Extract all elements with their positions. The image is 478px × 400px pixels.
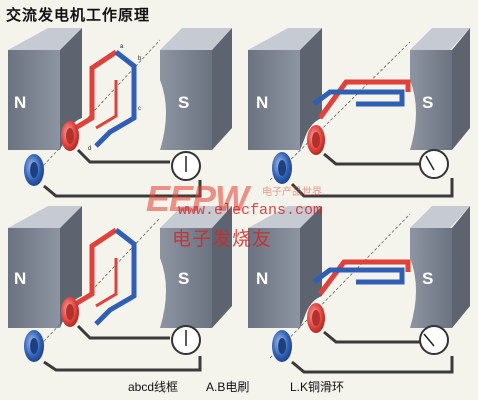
- watermark-logo: EEPW: [146, 178, 249, 219]
- coil-red-side: [70, 49, 118, 133]
- galvanometer-needle: [423, 333, 435, 347]
- south-magnet: S: [410, 28, 470, 150]
- panel-1: N S a b c d: [8, 28, 232, 198]
- coil-red-side: [318, 259, 411, 296]
- slip-ring-red: [307, 303, 325, 333]
- brush-a: [323, 330, 420, 344]
- galvanometer: [419, 325, 449, 355]
- legend-brush: A.B电刷: [206, 380, 250, 394]
- slip-ring-blue: [272, 330, 292, 362]
- slip-ring-red: [61, 121, 79, 151]
- slip-ring-blue: [24, 330, 44, 362]
- brush-a: [323, 152, 420, 166]
- rotation-axis: [269, 41, 411, 181]
- coil-red-side: [70, 227, 118, 309]
- wire-letter-a: a: [120, 44, 124, 50]
- galvanometer: [419, 149, 449, 179]
- north-pole-label: N: [14, 93, 26, 112]
- rotation-axis: [29, 39, 161, 181]
- north-pole-label: N: [256, 93, 268, 112]
- watermark-url: www.elecfans.com: [178, 202, 323, 219]
- rotation-axis: [269, 213, 411, 359]
- north-magnet: N: [248, 28, 322, 150]
- panel-3: N S: [8, 206, 232, 372]
- legend-coil: abcd线框: [128, 380, 179, 394]
- legend-slip-rings: L.K铜滑环: [290, 380, 345, 394]
- brush-a: [76, 324, 170, 340]
- south-magnet: S: [410, 206, 470, 328]
- south-pole-label: S: [178, 93, 189, 112]
- south-magnet: S: [160, 206, 232, 328]
- south-pole-label: S: [422, 269, 433, 288]
- coil-blue-side: [94, 50, 137, 148]
- slip-ring-red: [61, 297, 79, 327]
- brush-b: [43, 180, 202, 198]
- north-pole-label: N: [14, 269, 26, 288]
- coil-red-side: [317, 79, 411, 120]
- diagram-title: 交流发电机工作原理: [6, 6, 151, 24]
- slip-ring-red: [307, 125, 325, 155]
- brush-b: [291, 356, 454, 374]
- galvanometer: [171, 325, 201, 355]
- coil-blue-side: [312, 89, 405, 107]
- south-magnet: S: [160, 28, 232, 150]
- galvanometer-needle: [425, 155, 435, 171]
- panel-4: N S: [248, 206, 470, 374]
- north-magnet: N: [8, 206, 82, 328]
- south-pole-label: S: [422, 93, 433, 112]
- north-pole-label: N: [256, 269, 268, 288]
- watermark-site-name: 电子发烧友: [172, 228, 273, 250]
- watermark-tagline: 电子产品世界: [262, 187, 322, 198]
- brush-a: [76, 148, 170, 164]
- north-magnet: N: [248, 206, 322, 328]
- brush-b: [290, 178, 454, 198]
- south-pole-label: S: [178, 269, 189, 288]
- north-magnet: N: [8, 28, 82, 150]
- coil-blue-side: [94, 228, 137, 326]
- panel-2: N S: [248, 28, 470, 198]
- slip-ring-blue: [24, 154, 44, 186]
- coil-blue-side: [312, 267, 405, 285]
- wire-letter-d: d: [88, 146, 91, 152]
- brush-b: [43, 356, 202, 372]
- slip-ring-blue: [272, 152, 292, 184]
- wire-letter-b: b: [138, 56, 142, 62]
- rotation-axis: [29, 217, 161, 357]
- wire-letter-c: c: [138, 106, 141, 112]
- galvanometer: [171, 151, 201, 181]
